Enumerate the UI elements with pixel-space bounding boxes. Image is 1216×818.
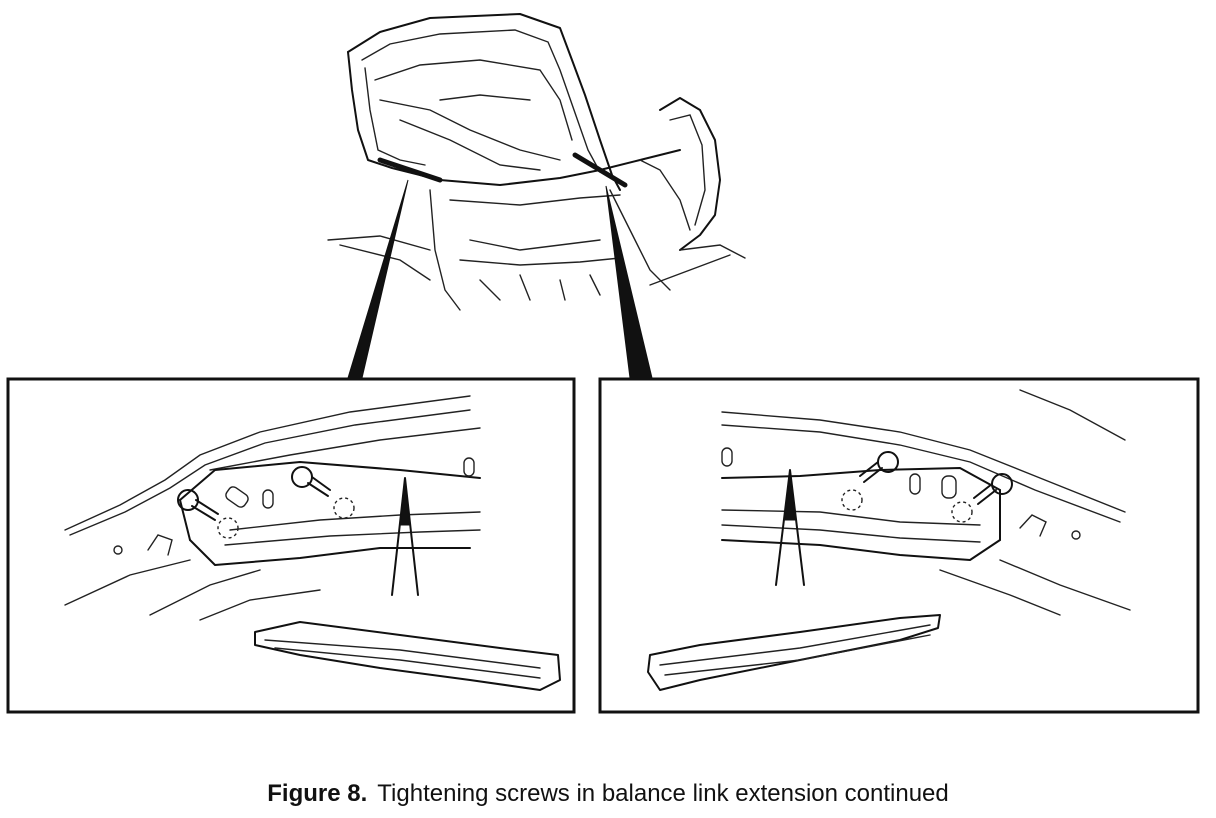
right-callout-pointer <box>605 185 653 379</box>
trunk-overview-drawing <box>327 13 746 311</box>
figure-caption-text: Tightening screws in balance link extens… <box>377 780 949 807</box>
right-detail-panel <box>598 377 1200 714</box>
figure-number: Figure 8. <box>267 780 368 807</box>
left-callout-pointer <box>347 179 409 379</box>
screw-icon <box>859 451 899 483</box>
figure-caption: Figure 8. Tightening screws in balance li… <box>0 780 1216 808</box>
balance-link-figure <box>6 13 1200 714</box>
screw-icon <box>177 489 219 521</box>
screw-icon <box>291 466 331 497</box>
screw-icon <box>973 473 1013 505</box>
left-detail-panel <box>6 377 576 714</box>
